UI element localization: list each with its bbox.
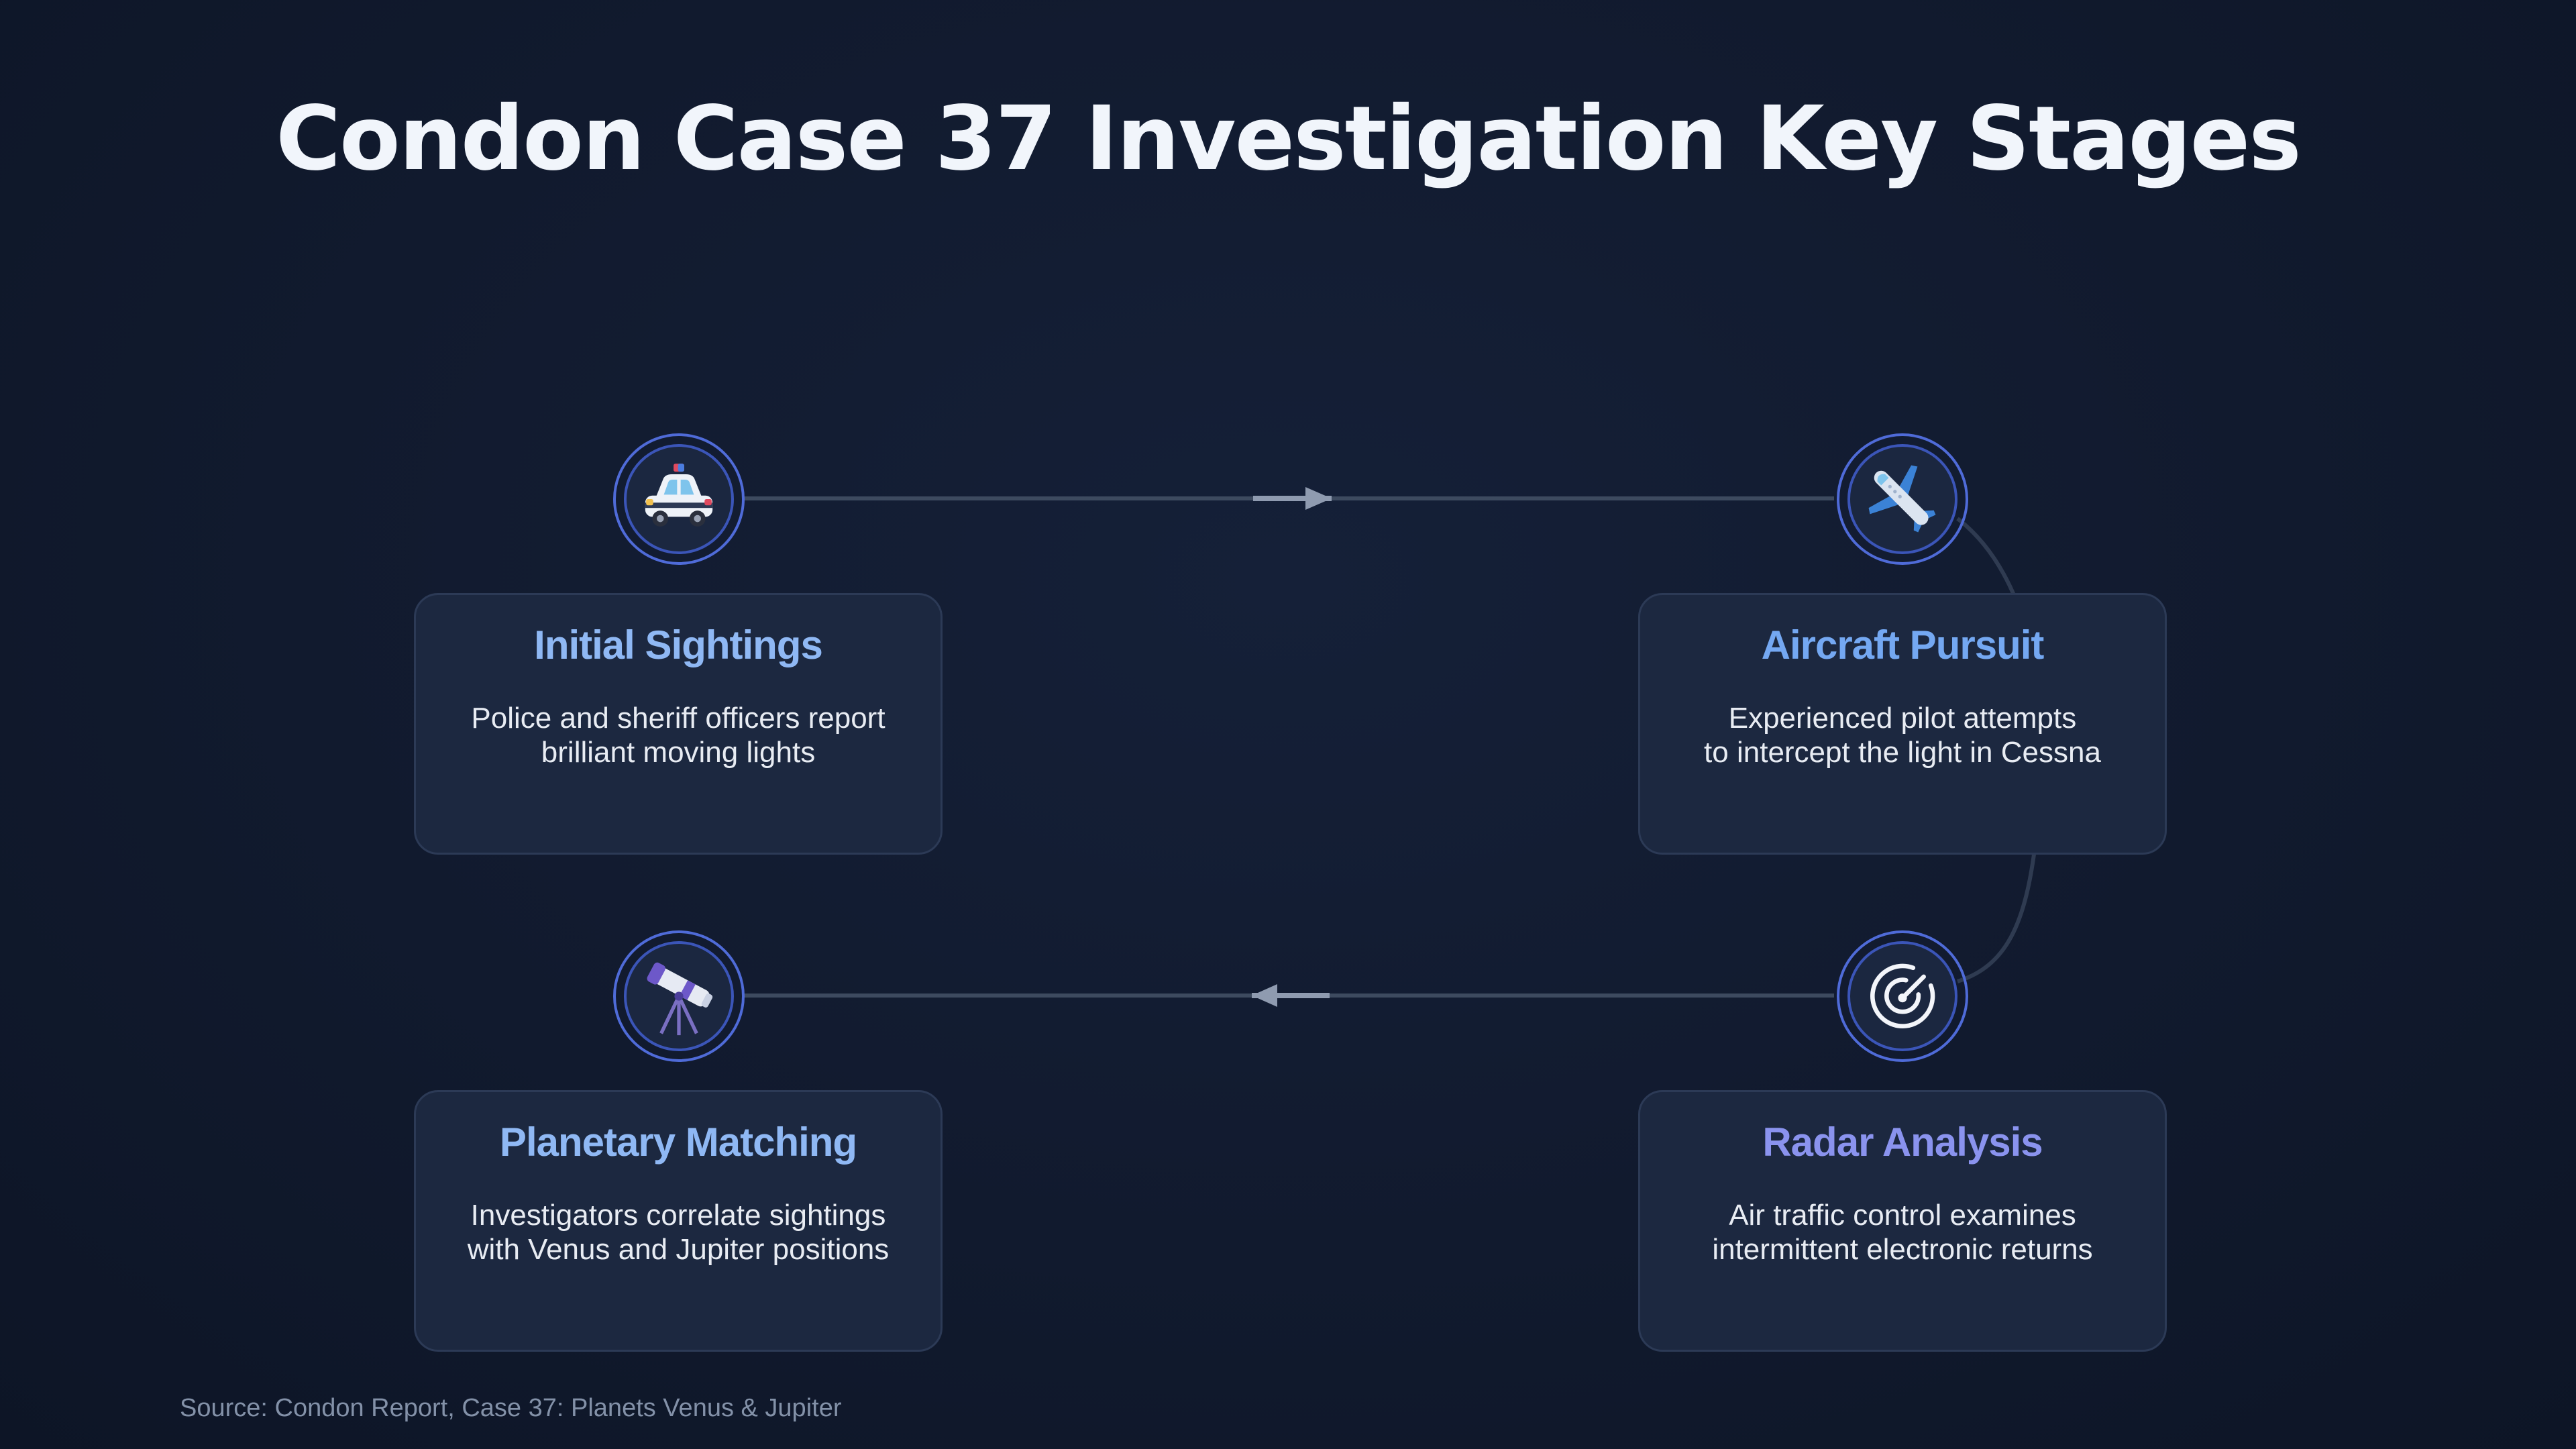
stage-node-radar-analysis	[1837, 930, 1968, 1062]
stage-node-initial-sightings	[613, 433, 745, 565]
stage-card-planetary-matching: Planetary Matching Investigators correla…	[414, 1090, 943, 1352]
source-note: Source: Condon Report, Case 37: Planets …	[180, 1394, 842, 1422]
stage-title: Aircraft Pursuit	[1761, 623, 2045, 667]
stage-card-radar-analysis: Radar Analysis Air traffic control exami…	[1638, 1090, 2167, 1352]
page-title: Condon Case 37 Investigation Key Stages	[276, 87, 2302, 191]
stage-node-aircraft-pursuit	[1837, 433, 1968, 565]
stage-node-planetary-matching	[613, 930, 745, 1062]
stage-title: Initial Sightings	[534, 623, 823, 667]
stage-title: Planetary Matching	[499, 1120, 857, 1165]
stage-description: Air traffic control examines intermitten…	[1712, 1199, 2093, 1266]
stage-description: Experienced pilot attempts to intercept …	[1704, 702, 2101, 769]
stage-description: Police and sheriff officers report brill…	[471, 702, 885, 769]
arrow-right-head	[1305, 487, 1332, 510]
stage-description: Investigators correlate sightings with V…	[467, 1199, 890, 1266]
police-car-icon	[645, 464, 713, 527]
radar-icon	[1870, 963, 1935, 1028]
telescope-icon	[647, 962, 713, 1036]
stage-card-initial-sightings: Initial Sightings Police and sheriff off…	[414, 593, 943, 855]
airplane-icon	[1868, 465, 1936, 533]
stage-title: Radar Analysis	[1762, 1120, 2043, 1165]
arrow-left-head	[1252, 984, 1277, 1007]
stage-card-aircraft-pursuit: Aircraft Pursuit Experienced pilot attem…	[1638, 593, 2167, 855]
